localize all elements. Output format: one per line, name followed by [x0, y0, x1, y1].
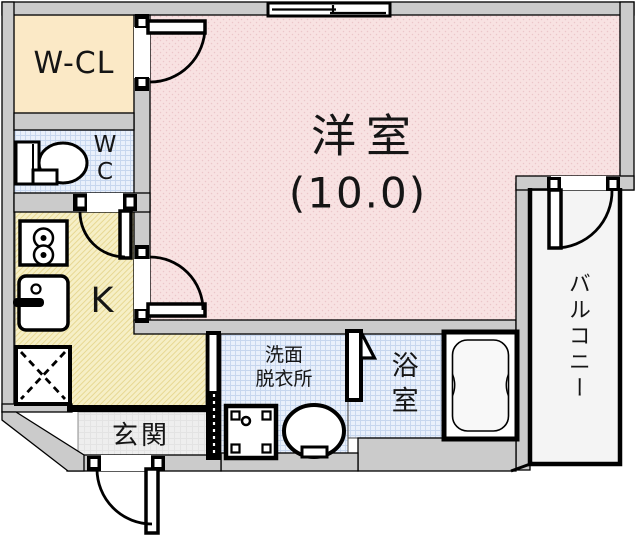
washroom-label: 洗面 脱衣所 — [255, 344, 313, 390]
main-room-label: 洋室 — [310, 109, 422, 163]
toilet-icon — [14, 140, 89, 186]
sliding-window-icon — [266, 1, 392, 18]
washroom-sliding-door — [206, 331, 221, 460]
toilet-door — [73, 194, 137, 260]
kitchen-sink-icon — [13, 274, 70, 332]
washing-machine-icon — [223, 403, 279, 461]
closet-door — [135, 14, 207, 91]
bathroom-label: 浴室 — [386, 351, 418, 421]
kitchen-label: K — [90, 281, 114, 322]
balcony-label: バルコニー — [564, 272, 590, 402]
walk-in-closet-label: W-CL — [33, 45, 115, 81]
main-room-door — [135, 245, 207, 323]
balcony-outline — [527, 188, 623, 467]
entrance-label: 玄関 — [111, 420, 171, 451]
toilet-label: W C — [93, 132, 117, 185]
refrigerator-space-icon — [14, 345, 72, 406]
balcony-floor — [530, 188, 620, 464]
walk-in-closet-floor — [13, 14, 135, 114]
entrance-door — [87, 456, 165, 535]
door-openings — [87, 27, 606, 471]
stove-icon — [18, 219, 69, 267]
balcony-door — [547, 177, 620, 250]
bath-door-icon — [345, 329, 378, 402]
room-floors — [13, 14, 621, 464]
wash-basin-icon — [282, 403, 346, 459]
bathtub-icon — [441, 329, 520, 442]
main-room-size-label: (10.0) — [288, 168, 428, 218]
